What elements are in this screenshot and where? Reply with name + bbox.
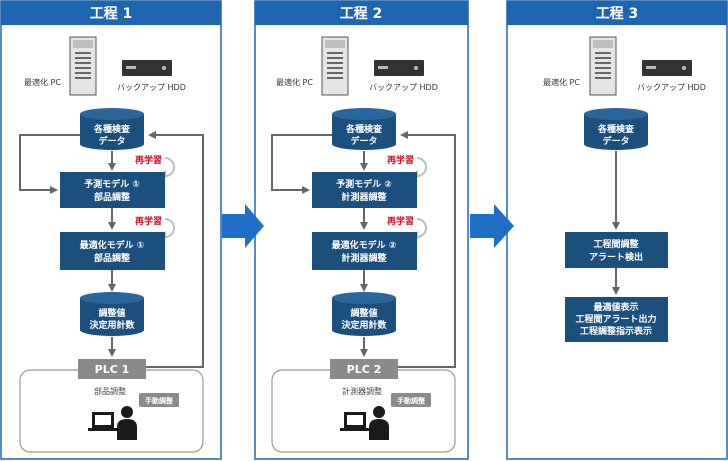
- hdd-icon: [642, 60, 692, 76]
- manual-label: 手動調整: [397, 396, 425, 405]
- server-icon: [589, 36, 617, 96]
- model-2-line-1: 最適化モデル ①: [80, 239, 145, 251]
- prediction-model-box: 予測モデル ① 部品調整: [60, 172, 165, 208]
- equipment-area: [271, 369, 456, 453]
- panel-title: 工程 2: [340, 6, 383, 22]
- pc-label: 最適化 PC: [543, 77, 580, 87]
- inspection-data-db: 各種検査 データ: [584, 108, 648, 150]
- model-1-line-1: 予測モデル ①: [84, 178, 140, 190]
- manual-adjust-badge: 手動調整: [391, 393, 431, 407]
- server-icon: [69, 36, 97, 96]
- operator-icon: [88, 406, 137, 440]
- hdd-icon: [122, 60, 172, 76]
- server-icon: [321, 36, 349, 96]
- relearn-label: 再学習: [135, 154, 162, 166]
- db-label-line-1: 各種検査: [345, 123, 383, 135]
- pc-label: 最適化 PC: [24, 77, 61, 87]
- box-2-line-2: 工程間アラート出力: [575, 313, 656, 325]
- adjust-db-line-2: 決定用計数: [341, 319, 387, 331]
- db-label-line-2: データ: [350, 135, 377, 147]
- relearn-label: 再学習: [387, 215, 414, 227]
- panel-title: 工程 3: [596, 6, 639, 22]
- db-label-line-2: データ: [602, 135, 629, 147]
- model-2-line-2: 部品調整: [94, 252, 130, 264]
- flow-arrow-right: [222, 204, 264, 248]
- feedback-arrow: [145, 131, 204, 368]
- model-2-line-2: 計測器調整: [341, 252, 386, 264]
- operator-icon: [340, 406, 389, 440]
- panel-header: [255, 1, 468, 25]
- equipment-area: [19, 369, 204, 453]
- model-1-line-1: 予測モデル ②: [336, 178, 392, 190]
- inspection-data-db: 各種検査 データ: [332, 108, 396, 150]
- box-1-line-2: アラート検出: [589, 251, 643, 263]
- relearn-label: 再学習: [135, 215, 162, 227]
- optimization-model-box: 最適化モデル ① 部品調整: [60, 232, 165, 270]
- adjust-db-line-1: 調整値: [98, 307, 125, 319]
- panel-header: [1, 1, 221, 25]
- model-2-line-1: 最適化モデル ②: [332, 239, 397, 251]
- box-1-line-1: 工程間調整: [593, 238, 638, 250]
- relearn-label: 再学習: [387, 154, 414, 166]
- area-label: 部品調整: [94, 386, 126, 396]
- db-label-line-1: 各種検査: [597, 123, 635, 135]
- hdd-icon: [374, 60, 424, 76]
- area-label: 計測器調整: [342, 386, 382, 396]
- inspection-data-db: 各種検査 データ: [80, 108, 144, 150]
- prediction-model-box: 予測モデル ② 計測器調整: [312, 172, 417, 208]
- process-panel-2: 工程 2 最適化 PC バックアップ HDD 各種検査 データ 再学習: [254, 0, 469, 460]
- feedback-arrow: [397, 131, 456, 368]
- arrow-db-to-model: [19, 134, 80, 194]
- optimization-model-box: 最適化モデル ② 計測器調整: [312, 232, 417, 270]
- adjustment-coefficient-db: 調整値 決定用計数: [332, 292, 396, 336]
- box-2-line-3: 工程調整指示表示: [580, 325, 652, 337]
- plc-box: PLC 1: [78, 359, 146, 379]
- flow-arrow-right: [470, 204, 514, 248]
- manual-adjust-badge: 手動調整: [139, 393, 179, 407]
- db-label-line-1: 各種検査: [93, 123, 131, 135]
- plc-label: PLC 2: [347, 363, 382, 376]
- plc-box: PLC 2: [330, 359, 398, 379]
- process-panel-1: 工程 1 最適化 PC バックアップ HDD 各種検査 データ: [0, 0, 222, 460]
- plc-label: PLC 1: [95, 363, 130, 376]
- adjust-db-line-1: 調整値: [350, 307, 377, 319]
- model-1-line-2: 計測器調整: [341, 191, 386, 203]
- manual-label: 手動調整: [145, 396, 173, 405]
- panel-frame: [506, 0, 728, 460]
- model-1-line-2: 部品調整: [94, 191, 130, 203]
- arrow-db-to-model: [271, 134, 332, 194]
- hdd-label: バックアップ HDD: [637, 83, 706, 92]
- db-label-line-2: データ: [98, 135, 125, 147]
- display-output-box: 最適値表示 工程間アラート出力 工程調整指示表示: [565, 297, 668, 342]
- panel-header: [507, 1, 727, 25]
- adjustment-coefficient-db: 調整値 決定用計数: [80, 292, 144, 336]
- adjust-db-line-2: 決定用計数: [89, 319, 135, 331]
- panel-title: 工程 1: [90, 6, 133, 22]
- pc-label: 最適化 PC: [276, 77, 313, 87]
- alert-detection-box: 工程間調整 アラート検出: [565, 232, 668, 268]
- box-2-line-1: 最適値表示: [593, 301, 638, 313]
- process-panel-3: 工程 3 最適化 PC バックアップ HDD 各種検査 データ: [506, 0, 728, 460]
- hdd-label: バックアップ HDD: [117, 83, 186, 92]
- hdd-label: バックアップ HDD: [369, 83, 438, 92]
